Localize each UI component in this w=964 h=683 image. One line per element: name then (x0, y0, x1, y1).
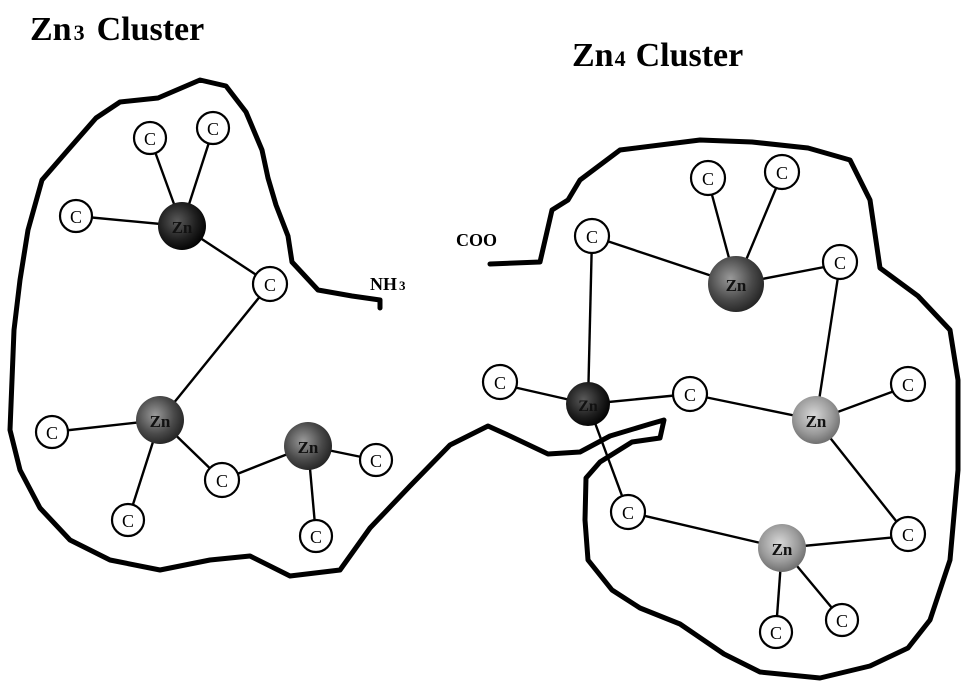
zinc-atom: Zn (758, 524, 806, 572)
svg-text:C: C (70, 207, 82, 227)
cysteine-atom: C (609, 493, 647, 531)
cysteine-atom: C (298, 518, 334, 554)
cysteine-atom: C (573, 217, 611, 255)
svg-text:C: C (310, 527, 322, 547)
svg-text:C: C (370, 451, 382, 471)
svg-text:C: C (902, 375, 914, 395)
cysteine-atom: C (821, 243, 859, 281)
svg-text:Zn: Zn (726, 276, 747, 295)
zinc-atoms: Zn Zn Zn Zn Zn Zn Zn (136, 202, 840, 572)
cysteine-atom: C (689, 159, 727, 197)
cysteine-atom: C (58, 198, 94, 234)
cysteine-atom: C (110, 502, 146, 538)
cysteine-atom: C (889, 365, 927, 403)
coo-terminus-label: COO (456, 230, 497, 250)
svg-text:C: C (902, 525, 914, 545)
svg-text:Zn: Zn (150, 412, 171, 431)
cysteine-atom: C (824, 602, 860, 638)
svg-text:C: C (264, 275, 276, 295)
cysteine-atom: C (889, 515, 927, 553)
svg-text:C: C (836, 611, 848, 631)
svg-text:C: C (207, 119, 219, 139)
svg-text:C: C (586, 227, 598, 247)
svg-text:C: C (622, 503, 634, 523)
svg-text:C: C (770, 623, 782, 643)
cysteine-atom: C (758, 614, 794, 650)
cysteine-atom: C (763, 153, 801, 191)
zinc-atom: Zn (284, 422, 332, 470)
cysteine-atom: C (203, 461, 241, 499)
cysteine-atom: C (195, 110, 231, 146)
svg-text:Zn: Zn (578, 398, 598, 415)
cysteine-atom: C (481, 363, 519, 401)
svg-text:Zn: Zn (772, 540, 793, 559)
zinc-atom: Zn (792, 396, 840, 444)
protein-backbone (7, 77, 961, 681)
cysteine-atoms: C C C C C C C C C C C C C C C C C C C C (34, 110, 927, 650)
svg-text:C: C (834, 253, 846, 273)
svg-text:C: C (216, 471, 228, 491)
svg-text:C: C (144, 129, 156, 149)
svg-text:C: C (684, 385, 696, 405)
zinc-atom: Zn (158, 202, 206, 250)
cysteine-atom: C (251, 265, 289, 303)
zinc-atom: Zn (136, 396, 184, 444)
svg-text:C: C (776, 163, 788, 183)
cysteine-atom: C (132, 120, 168, 156)
svg-text:C: C (122, 511, 134, 531)
cysteine-atom: C (671, 375, 709, 413)
zinc-atom: Zn (708, 256, 764, 312)
svg-text:Zn: Zn (298, 438, 319, 457)
svg-text:Zn: Zn (806, 412, 827, 431)
cysteine-atom: C (34, 414, 70, 450)
cysteine-atom: C (358, 442, 394, 478)
svg-text:Zn: Zn (172, 218, 193, 237)
svg-text:C: C (702, 169, 714, 189)
svg-text:C: C (494, 373, 506, 393)
zinc-atom: Zn (566, 382, 610, 426)
svg-text:C: C (46, 423, 58, 443)
